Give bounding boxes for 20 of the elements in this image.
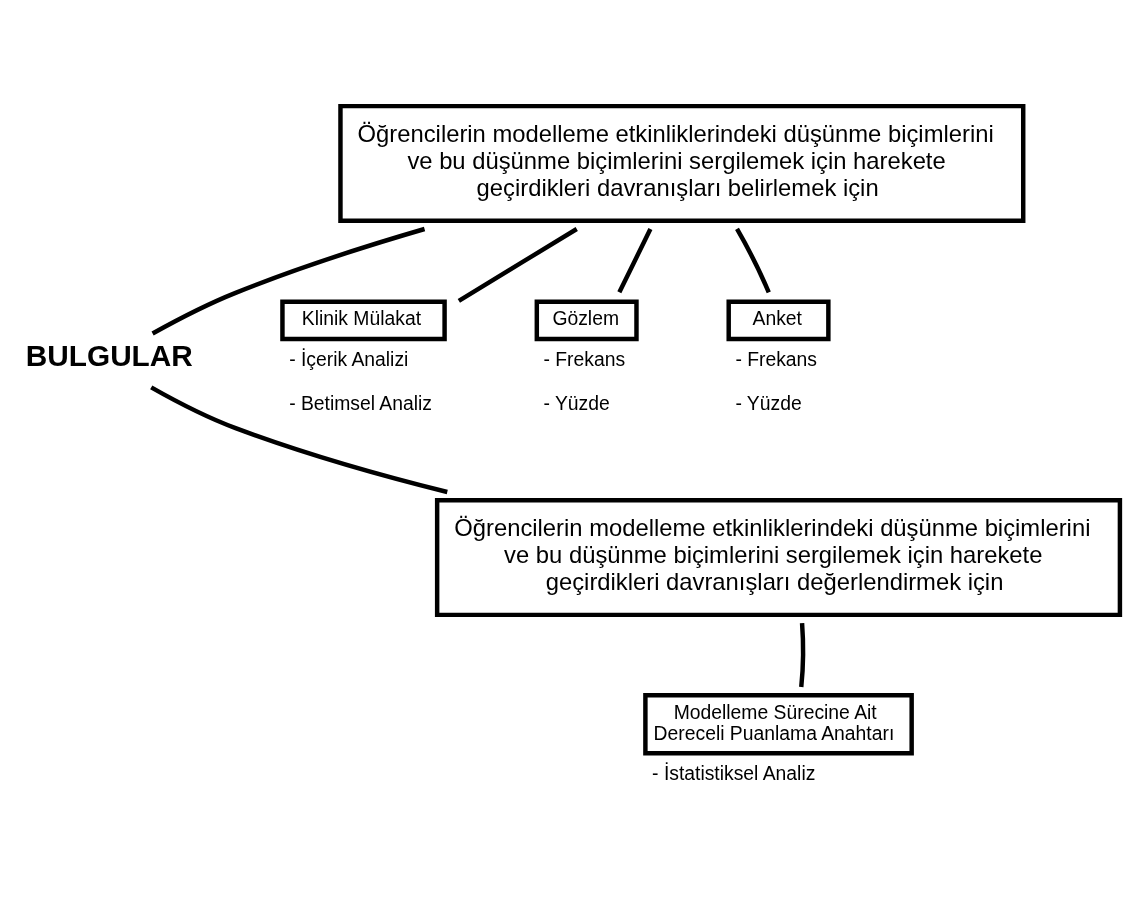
node-box: Modelleme Sürecine Ait Dereceli Puanlama Anahtarı [643,692,914,755]
connector [151,226,426,335]
connector [799,622,806,687]
node-box: Gözlem [534,299,639,341]
connector [150,384,448,494]
node-box: Öğrencilerin modelleme etkinliklerindeki düşünme biçimlerini ve bu düşünme biçimlerini sergilemek için harekete geçirdikleri davranışları belirlemek için [338,103,1026,223]
node-text: BULGULAR [25,338,193,372]
connector [457,226,578,303]
node-label: - Betimsel Analiz [289,392,433,414]
node-label: - Frekans [735,348,818,370]
node-label: - İçerik Analizi [289,348,409,370]
node-box: Öğrencilerin modelleme etkinliklerindeki düşünme biçimlerini ve bu düşünme biçimlerini sergilemek için harekete geçirdikleri davranışları değerlendirmek için [434,497,1123,617]
node-label: - Frekans [543,348,626,370]
connector [617,227,653,293]
node-label: - Yüzde [543,392,610,414]
node-label: - Yüzde [735,392,802,414]
node-label: - İstatistiksel Analiz [652,762,816,784]
node-box: Anket [726,299,831,341]
node-box: Klinik Mülakat [280,299,447,341]
connector [735,227,771,293]
